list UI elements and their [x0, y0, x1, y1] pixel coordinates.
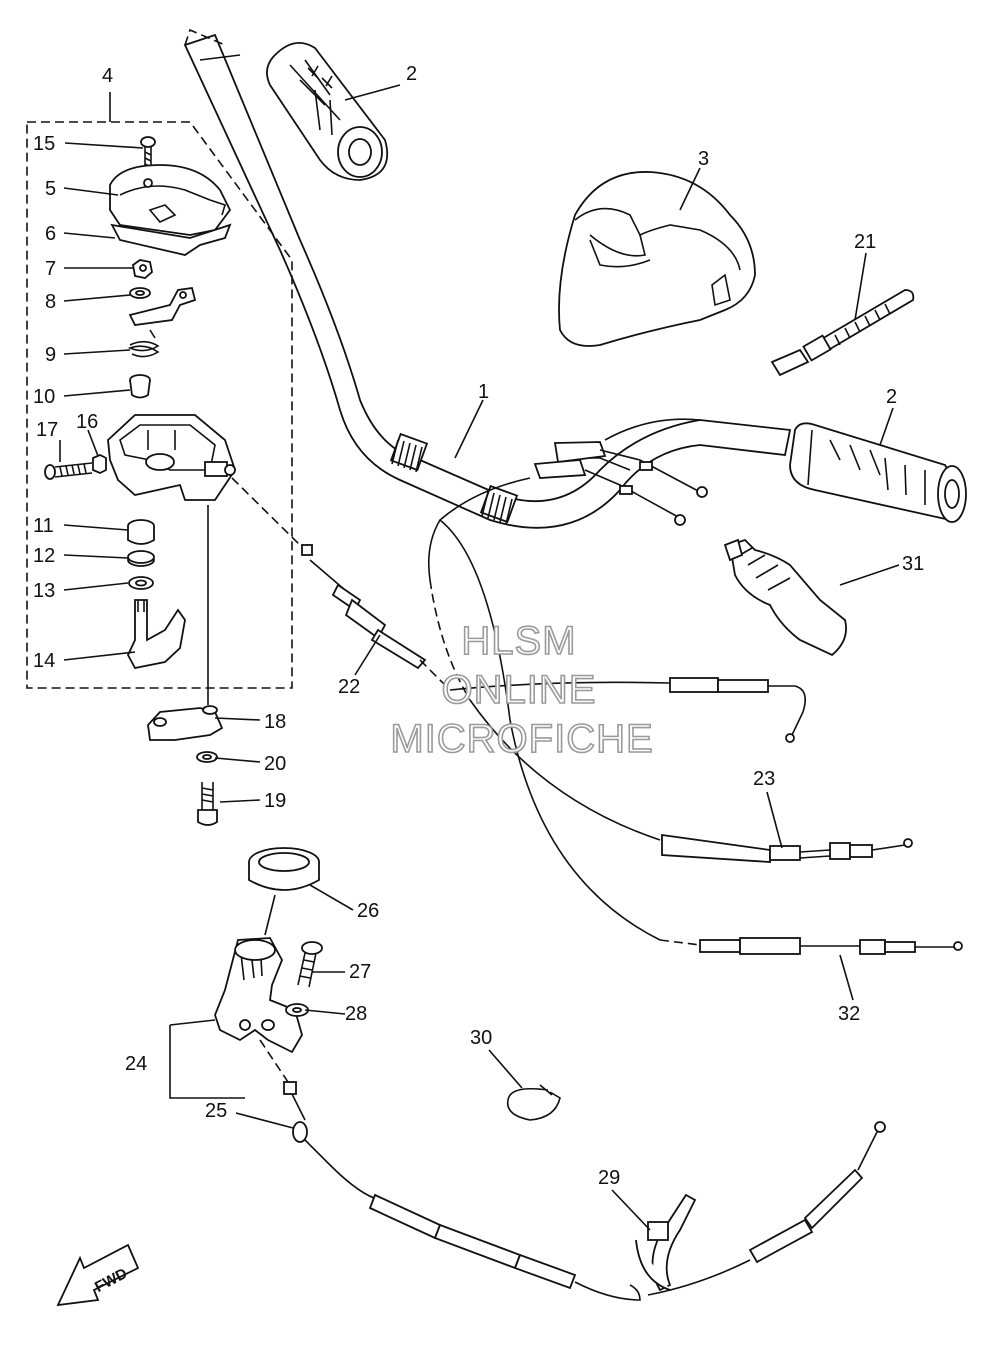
clamp-18	[147, 705, 224, 741]
label-6: 6	[45, 223, 56, 245]
plate-8	[128, 286, 197, 326]
label-12: 12	[33, 545, 55, 567]
throttle-assembly-box	[26, 121, 293, 689]
label-21: 21	[854, 231, 876, 253]
spring-9	[127, 329, 160, 358]
label-15: 15	[33, 133, 55, 155]
nut-16	[92, 454, 107, 474]
watermark-line-3: MICROFICHE	[390, 717, 653, 761]
label-26: 26	[357, 900, 379, 922]
cable-23	[429, 579, 913, 863]
cable-tie-29	[635, 1193, 697, 1292]
knurl-right	[479, 484, 519, 525]
lever-14	[126, 599, 186, 670]
ring-26	[248, 847, 320, 891]
label-14: 14	[33, 650, 55, 672]
label-9: 9	[45, 344, 56, 366]
label-11: 11	[33, 515, 54, 537]
label-16: 16	[76, 411, 98, 433]
label-10: 10	[33, 386, 55, 408]
label-32: 32	[838, 1003, 860, 1025]
label-30: 30	[470, 1027, 492, 1049]
screw-27	[297, 941, 323, 988]
label-8: 8	[45, 291, 56, 313]
handlebar-pad-part	[558, 171, 756, 347]
label-1: 1	[478, 381, 489, 403]
boot-31	[723, 538, 847, 657]
watermark-line-2: ONLINE	[442, 668, 597, 712]
label-29: 29	[598, 1167, 620, 1189]
nut-7	[132, 259, 153, 279]
cable-bundle	[427, 418, 708, 581]
label-2-top: 2	[406, 63, 417, 85]
washer-28	[285, 1003, 309, 1017]
bolt-19	[197, 782, 218, 826]
label-19: 19	[264, 790, 286, 812]
watermark-line-1: HLSM	[461, 619, 576, 663]
part-number-labels: 4 15 5 6 7 8 9 10 17 16 11 12 13 14 2 3 …	[33, 63, 924, 1189]
label-20: 20	[264, 753, 286, 775]
clip-30	[506, 1084, 561, 1121]
label-24: 24	[125, 1053, 147, 1075]
cable-32	[439, 519, 963, 955]
washer-13	[128, 576, 154, 590]
label-7: 7	[45, 258, 56, 280]
fwd-arrow-icon: FWD	[56, 1243, 140, 1307]
label-28: 28	[345, 1003, 367, 1025]
knurl-left	[389, 432, 429, 473]
washer-20	[196, 751, 218, 763]
throttle-cover-part	[109, 164, 232, 256]
watermark: HLSM ONLINE MICROFICHE	[390, 618, 654, 762]
label-4: 4	[102, 65, 113, 87]
cable-tie-part	[770, 289, 915, 377]
throttle-cable-22	[231, 477, 806, 743]
label-5: 5	[45, 178, 56, 200]
grip-left-part	[266, 41, 389, 181]
label-2-right: 2	[886, 386, 897, 408]
bolt-17	[44, 462, 93, 480]
label-31: 31	[902, 553, 924, 575]
lever-assembly-24	[214, 937, 303, 1054]
collar-11	[127, 519, 155, 545]
label-23: 23	[753, 768, 775, 790]
label-22: 22	[338, 676, 360, 698]
label-17: 17	[36, 419, 58, 441]
cable-25	[259, 1039, 886, 1301]
leader-lines	[59, 84, 900, 1231]
handlebar-part	[183, 28, 792, 529]
ring-12	[127, 550, 155, 567]
label-25: 25	[205, 1100, 227, 1122]
label-18: 18	[264, 711, 286, 733]
grip-right-part	[789, 422, 967, 523]
throttle-housing-part	[107, 414, 236, 501]
label-13: 13	[33, 580, 55, 602]
screw-15	[140, 136, 156, 172]
label-27: 27	[349, 961, 371, 983]
label-3: 3	[698, 148, 709, 170]
collar-10	[129, 374, 151, 399]
